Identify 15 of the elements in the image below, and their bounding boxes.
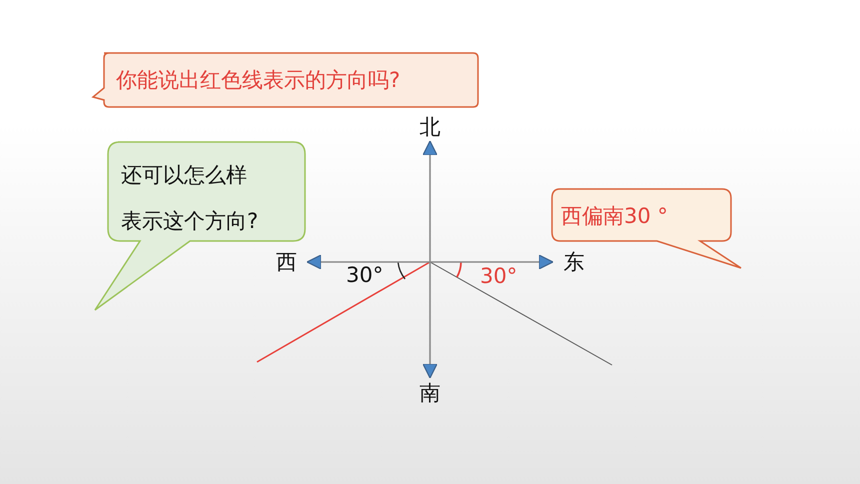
- direction-label: 南: [412, 378, 448, 408]
- speech-bubble: [90, 50, 480, 110]
- direction-label: 西: [266, 248, 307, 276]
- angle-label: 30°: [346, 262, 384, 288]
- direction-label: 东: [553, 248, 595, 276]
- compass-arrow: [422, 262, 438, 379]
- bubble-text: 你能说出红色线表示的方向吗?: [116, 67, 402, 94]
- speech-bubble: [93, 140, 307, 312]
- bubble-text: 西偏南30 °: [561, 203, 669, 230]
- angle-label: 30°: [480, 263, 518, 289]
- compass-arrow: [422, 140, 438, 262]
- compass-arrow: [430, 254, 554, 270]
- bubble-text: 还可以怎么样表示这个方向?: [121, 162, 260, 235]
- direction-label: 北: [412, 112, 448, 141]
- compass-arrow: [306, 254, 430, 270]
